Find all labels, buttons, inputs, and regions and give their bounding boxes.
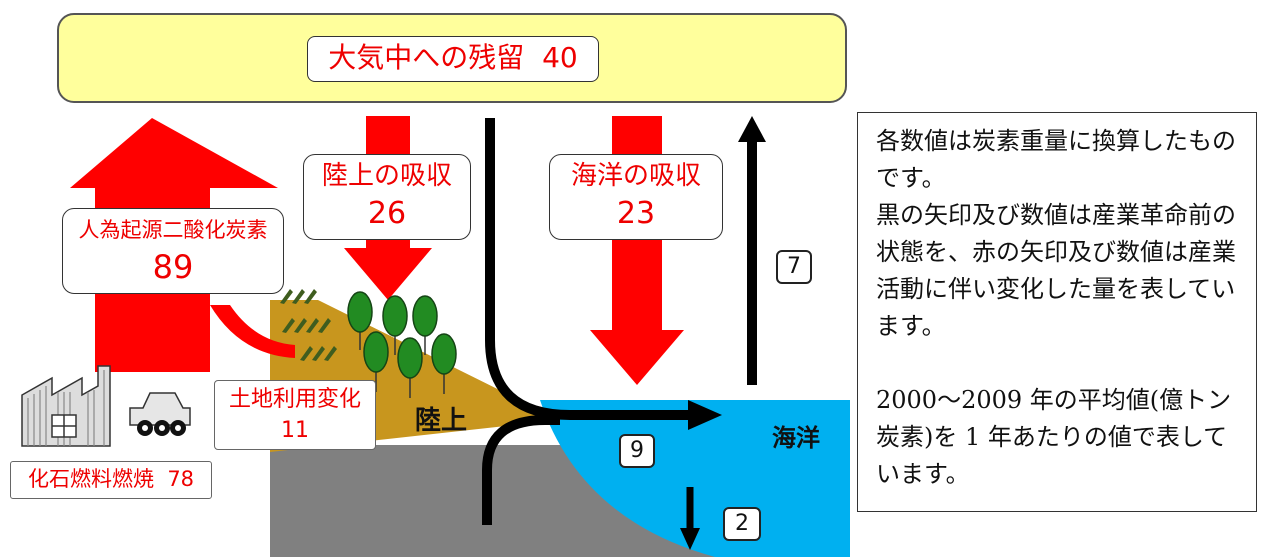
ocean-uptake-text: 海洋の吸収 — [570, 161, 701, 191]
factory-icon — [21, 365, 111, 447]
ocean-to-atmosphere-value: 7 — [776, 250, 812, 284]
land-uptake-text: 陸上の吸収 — [321, 161, 452, 191]
explanation-box: 各数値は炭素重量に換算したものです。 黒の矢印及び数値は産業革命前の状態を、赤の… — [857, 112, 1257, 512]
land-use-change-value: 11 — [281, 418, 309, 443]
atmosphere-to-ocean-arrowhead — [688, 400, 722, 430]
fossil-fuel-text: 化石燃料燃焼 — [27, 467, 154, 491]
note-line-2: 黒の矢印及び数値は産業革命前の状態を、赤の矢印及び数値は産業活動に伴い変化した量… — [876, 201, 1236, 340]
grass-icon — [280, 289, 337, 361]
ocean-uptake-label: 海洋の吸収 23 — [549, 154, 723, 240]
ocean-to-sediment-value: 2 — [723, 507, 761, 541]
anthropogenic-co2-value: 89 — [152, 248, 194, 286]
ocean-to-atmosphere-arrowhead — [738, 116, 766, 142]
note-line-3: 2000〜2009 年の平均値(億トン炭素)を 1 年あたりの値で表しています。 — [876, 386, 1232, 488]
car-icon — [129, 392, 191, 436]
anthropogenic-co2-text: 人為起源二酸化炭素 — [78, 218, 268, 242]
land-use-change-arrow — [210, 305, 295, 358]
land-to-ocean-value: 9 — [619, 434, 655, 468]
atmosphere-retention-text: 大気中への残留 — [328, 41, 525, 74]
land-uptake-label: 陸上の吸収 26 — [303, 154, 471, 240]
ocean-to-sediment-arrowhead — [680, 528, 700, 550]
land-to-ocean-arrow — [482, 415, 560, 525]
fossil-fuel-value: 78 — [167, 467, 195, 491]
atmosphere-retention-value: 40 — [542, 41, 578, 74]
ocean-uptake-value: 23 — [616, 196, 656, 231]
land-uptake-value: 26 — [367, 196, 407, 231]
land-region-label: 陸上 — [415, 406, 468, 436]
land-use-change-label: 土地利用変化 11 — [214, 380, 376, 450]
anthropogenic-co2-label: 人為起源二酸化炭素 89 — [62, 208, 284, 294]
atmosphere-retention-label: 大気中への残留 40 — [307, 36, 599, 82]
ocean-region-label: 海洋 — [772, 424, 820, 452]
note-line-1: 各数値は炭素重量に換算したものです。 — [876, 127, 1236, 192]
ocean-area — [540, 400, 850, 557]
atmosphere-to-ocean-arrow — [485, 118, 690, 420]
land-use-change-text: 土地利用変化 — [228, 387, 361, 412]
tree-icon — [347, 291, 457, 398]
fossil-fuel-label: 化石燃料燃焼 78 — [10, 461, 212, 499]
